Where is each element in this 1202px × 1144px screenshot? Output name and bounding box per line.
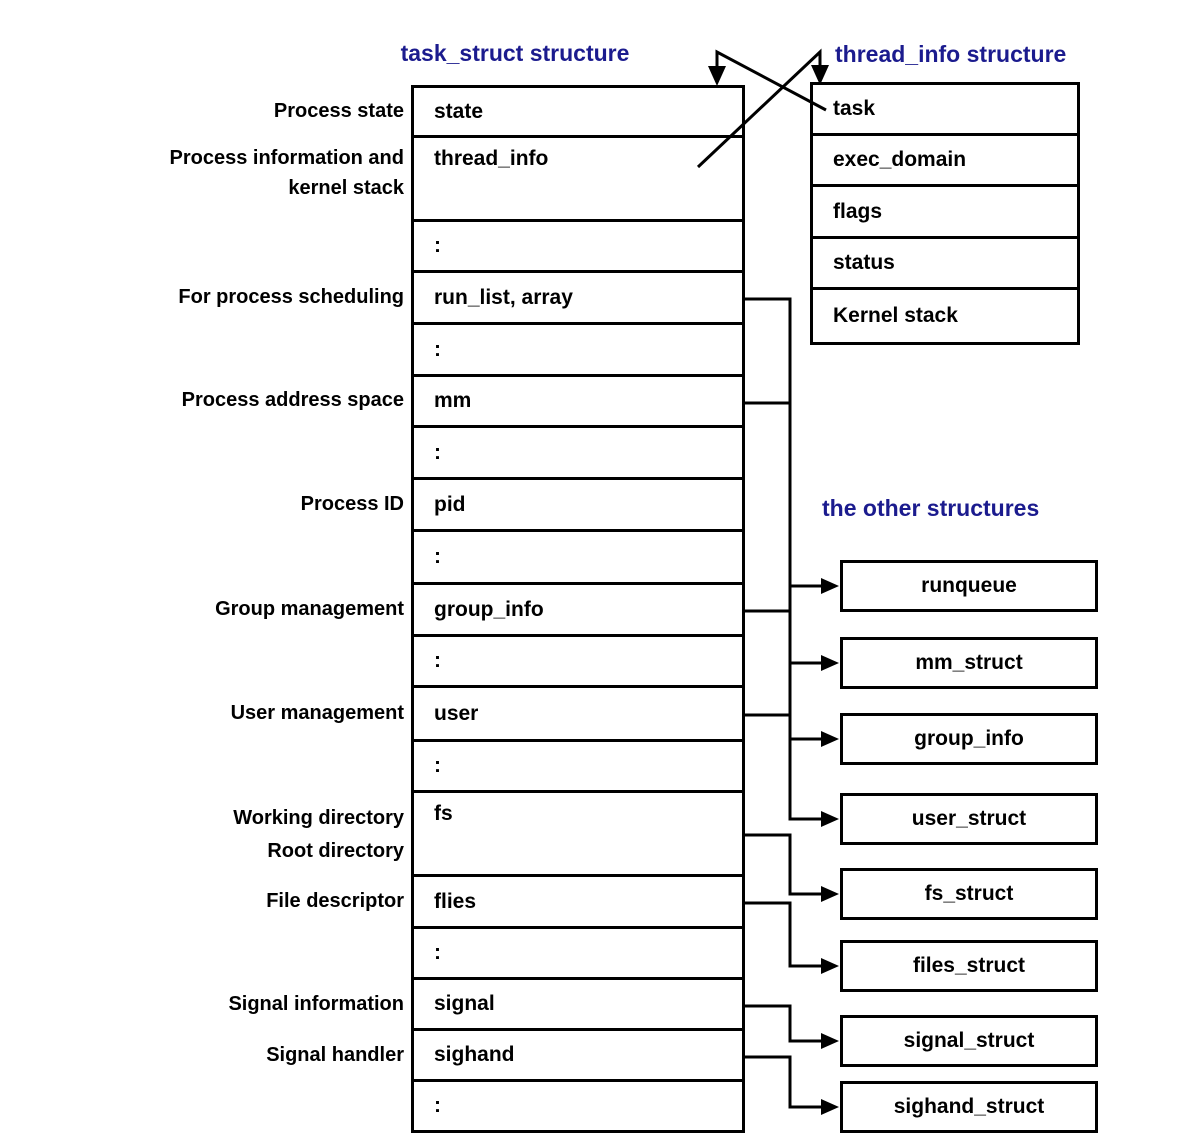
field-fs: fs [414, 793, 742, 877]
label-process-id: Process ID [300, 493, 404, 515]
title-other-structures: the other structures [822, 495, 1040, 521]
field-ellipsis: : [414, 325, 742, 377]
box-files-struct: files_struct [840, 940, 1098, 992]
label-working-directory: Working directory [233, 807, 404, 829]
label-process-scheduling: For process scheduling [178, 286, 404, 308]
field-exec-domain: exec_domain [813, 136, 1077, 187]
task-struct-table: state thread_info : run_list, array : mm… [411, 85, 745, 1133]
connector-mm-to-mm-struct [745, 401, 839, 671]
label-user-management: User management [230, 702, 404, 724]
field-ellipsis: : [414, 742, 742, 793]
label-file-descriptor: File descriptor [266, 890, 404, 912]
connector-user-to-user-struct [745, 713, 839, 827]
box-group-info: group_info [840, 713, 1098, 765]
box-fs-struct: fs_struct [840, 868, 1098, 920]
label-root-directory: Root directory [267, 840, 404, 862]
connector-sighand-to-sighand-struct [745, 1055, 839, 1115]
field-mm: mm [414, 377, 742, 428]
field-group-info: group_info [414, 585, 742, 637]
field-user: user [414, 688, 742, 742]
box-runqueue: runqueue [840, 560, 1098, 612]
connector-group-info-to-group-info [745, 609, 839, 747]
field-ellipsis: : [414, 929, 742, 980]
label-kernel-stack: kernel stack [288, 177, 404, 199]
field-signal: signal [414, 980, 742, 1031]
field-run-list: run_list, array [414, 273, 742, 325]
box-sighand-struct: sighand_struct [840, 1081, 1098, 1133]
box-mm-struct: mm_struct [840, 637, 1098, 689]
field-flags: flags [813, 187, 1077, 239]
field-ellipsis: : [414, 222, 742, 273]
field-task: task [813, 85, 1077, 136]
title-task-struct: task_struct structure [400, 40, 630, 66]
label-process-state: Process state [273, 100, 404, 122]
thread-info-table: task exec_domain flags status Kernel sta… [810, 82, 1080, 345]
label-signal-information: Signal information [228, 993, 404, 1015]
field-ellipsis: : [414, 637, 742, 688]
label-process-address-space: Process address space [181, 389, 404, 411]
field-pid: pid [414, 480, 742, 532]
field-state: state [414, 88, 742, 138]
box-user-struct: user_struct [840, 793, 1098, 845]
connector-signal-to-signal-struct [745, 1004, 839, 1049]
connector-fs-to-fs-struct [745, 833, 839, 902]
field-flies: flies [414, 877, 742, 929]
field-sighand: sighand [414, 1031, 742, 1082]
box-signal-struct: signal_struct [840, 1015, 1098, 1067]
field-kernel-stack: Kernel stack [833, 304, 958, 327]
label-group-management: Group management [215, 598, 404, 620]
label-process-information: Process information and [169, 147, 405, 169]
field-thread-info: thread_info [414, 138, 742, 222]
field-ellipsis: : [434, 1094, 441, 1117]
field-status: status [813, 239, 1077, 290]
field-ellipsis: : [414, 428, 742, 480]
title-thread-info: thread_info structure [835, 41, 1067, 67]
label-signal-handler: Signal handler [266, 1044, 404, 1066]
connector-flies-to-files-struct [745, 901, 839, 974]
field-ellipsis: : [414, 532, 742, 585]
